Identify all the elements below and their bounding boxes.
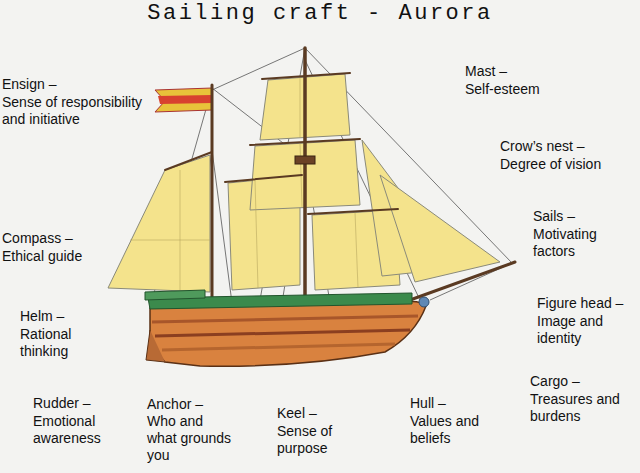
- seam: [300, 77, 301, 138]
- part-meaning: Sense of purpose: [277, 423, 367, 457]
- yard: [225, 175, 302, 182]
- part-meaning: Ethical guide: [2, 248, 122, 265]
- flag: [155, 88, 212, 112]
- seam: [355, 212, 358, 288]
- part-meaning: Values and beliefs: [410, 413, 500, 447]
- gaff: [165, 152, 212, 170]
- sail-seams: [130, 77, 358, 290]
- figure-head: [419, 297, 429, 307]
- fore-mast: [211, 85, 214, 306]
- part-meaning: Emotional awareness: [33, 413, 133, 447]
- part-name: Keel –: [277, 405, 367, 422]
- yard: [250, 139, 360, 145]
- rudder: [146, 330, 165, 362]
- bowsprit: [410, 262, 515, 300]
- part-name: Crow’s nest –: [500, 138, 636, 155]
- part-name: Helm –: [20, 308, 100, 325]
- part-meaning: Motivating factors: [533, 226, 636, 260]
- diagram-title: Sailing craft - Aurora: [0, 1, 640, 27]
- hull-body: [150, 302, 426, 367]
- yard: [308, 209, 398, 214]
- part-meaning: Degree of vision: [500, 156, 636, 173]
- yard: [262, 73, 350, 79]
- part-name: Figure head –: [537, 295, 636, 312]
- jib-sail: [380, 175, 500, 282]
- masts: [165, 48, 515, 306]
- part-name: Compass –: [2, 230, 122, 247]
- stern-cabin: [145, 290, 205, 300]
- main-mast: [303, 48, 307, 304]
- part-meaning: Image and identity: [537, 313, 636, 347]
- part-name: Ensign –: [2, 76, 152, 93]
- hull-stripe: [152, 316, 418, 322]
- part-name: Mast –: [465, 63, 635, 80]
- part-meaning: Rational thinking: [20, 326, 100, 360]
- flag-stripe: [158, 95, 212, 104]
- ensign-flag: [155, 88, 212, 112]
- part-meaning: Sense of responsibility and initiative: [2, 94, 152, 128]
- seam: [255, 180, 258, 288]
- sail: [108, 155, 210, 292]
- part-name: Hull –: [410, 395, 500, 412]
- part-meaning: Who and what grounds you: [147, 413, 235, 464]
- part-meaning: Treasures and burdens: [530, 391, 636, 425]
- seam: [130, 240, 210, 241]
- part-meaning: Self-esteem: [465, 81, 635, 98]
- hull-stripe: [155, 330, 410, 336]
- shroud: [212, 150, 232, 303]
- part-name: Cargo –: [530, 373, 636, 390]
- part-name: Sails –: [533, 208, 636, 225]
- hull: [145, 290, 429, 366]
- part-name: Rudder –: [33, 395, 133, 412]
- seam: [180, 170, 181, 290]
- part-name: Anchor –: [147, 396, 235, 413]
- crows-nest: [295, 156, 315, 164]
- hull-stripe: [162, 344, 395, 350]
